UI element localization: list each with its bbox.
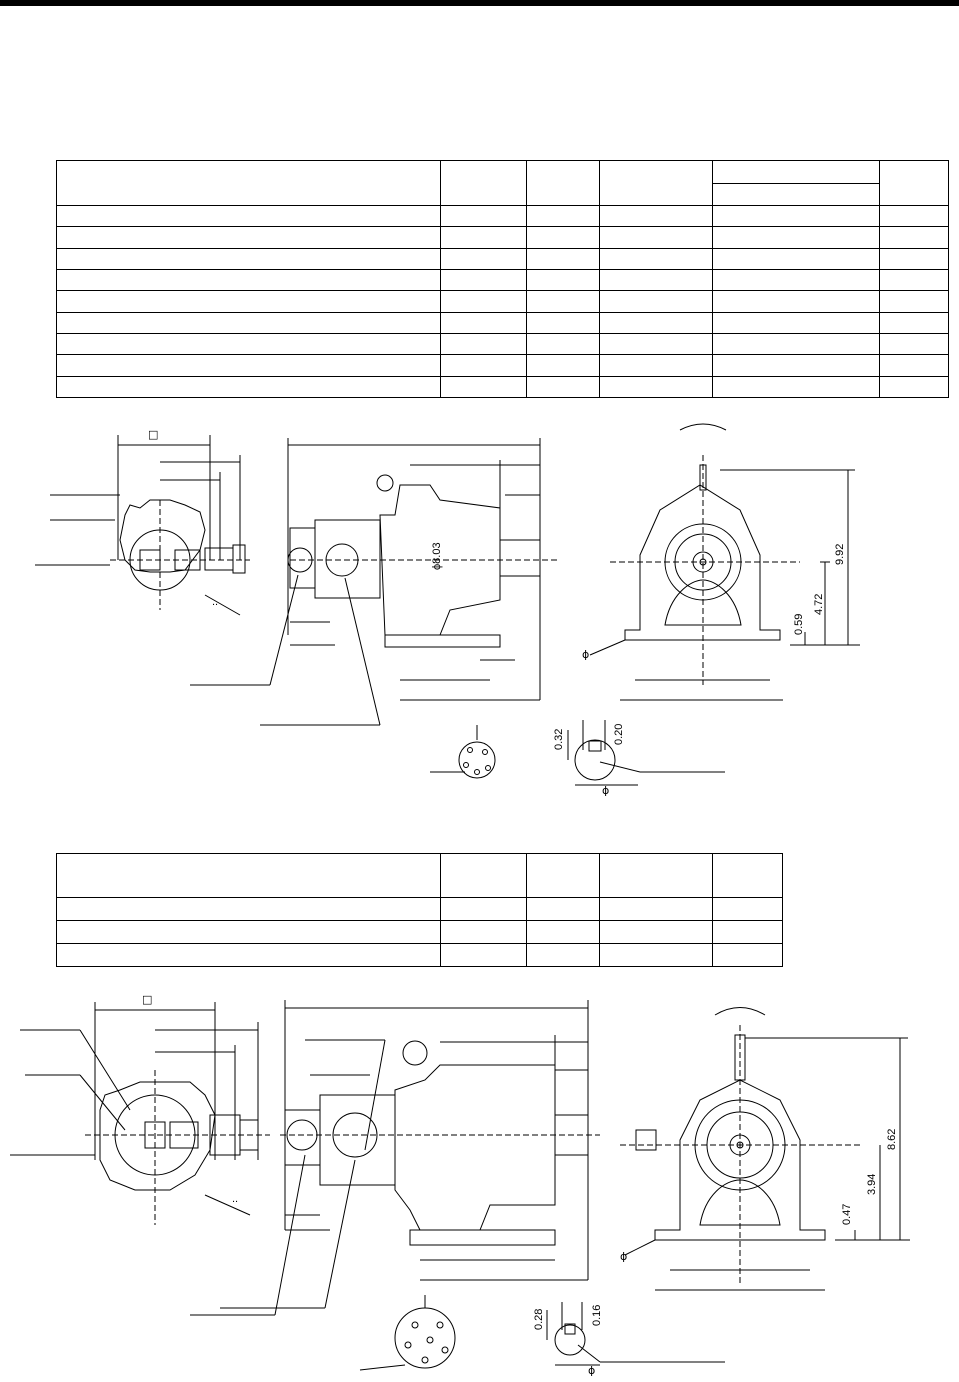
table-row: [56, 204, 949, 228]
table2-header-cell: [440, 853, 527, 898]
table-row: [56, 920, 783, 944]
dim-base-2: 0.47: [841, 1204, 853, 1225]
table-row: [56, 247, 949, 270]
table-row: [56, 290, 949, 313]
table1-header-cell: [56, 160, 441, 206]
table2-header-cell: [712, 853, 783, 898]
dim-base-1: 0.59: [793, 614, 805, 635]
table1-header-cell: [712, 160, 880, 184]
motor-drawing-2: □ .. 8.62 3.94 0.47 ϕ 0.28 0.16 ϕ: [10, 993, 910, 1377]
table-row: [56, 375, 949, 399]
table-row: [56, 354, 949, 377]
table-row: [56, 226, 949, 249]
table1-header-cell: [599, 160, 713, 206]
table2-header-cell: [526, 853, 600, 898]
motor-drawing-1: □ .. ϕ8.03 9.92 4.72 0.59 ϕ 0.32 0.20 ϕ: [35, 423, 860, 797]
small-mark-2: ..: [232, 1193, 238, 1205]
table-row: [56, 897, 783, 921]
table1-header-subcell: [712, 183, 880, 206]
dim-key-b-1: 0.20: [613, 724, 625, 745]
spec-table-1: [56, 160, 949, 399]
dim-height-2: 8.62: [886, 1129, 898, 1150]
dim-center-height-1: 4.72: [813, 594, 825, 615]
dim-center-height-2: 3.94: [866, 1174, 878, 1195]
table-row: [56, 943, 783, 967]
table-row: [56, 311, 949, 334]
square-symbol-1: □: [148, 428, 158, 441]
table1-header-cell: [526, 160, 600, 206]
table-row: [56, 332, 949, 356]
phi-symbol-1b: ϕ: [602, 784, 609, 797]
spec-table-2: [56, 853, 783, 967]
table1-header-cell: [440, 160, 527, 206]
dim-flange-1: ϕ8.03: [431, 542, 443, 570]
phi-symbol-2b: ϕ: [588, 1364, 595, 1377]
table-row: [56, 268, 949, 292]
phi-symbol-2a: ϕ: [620, 1250, 627, 1263]
dim-key-b-2: 0.16: [591, 1305, 603, 1326]
table1-header-cell: [879, 160, 949, 206]
dim-key-a-2: 0.28: [533, 1309, 545, 1330]
dim-key-a-1: 0.32: [553, 729, 565, 750]
square-symbol-2: □: [142, 993, 152, 1006]
phi-symbol-1a: ϕ: [582, 648, 589, 661]
small-mark-1: ..: [212, 596, 218, 608]
dim-height-1: 9.92: [834, 544, 846, 565]
table2-header-cell: [599, 853, 713, 898]
table2-header-cell: [56, 853, 441, 898]
page-header-bar: [0, 0, 959, 6]
